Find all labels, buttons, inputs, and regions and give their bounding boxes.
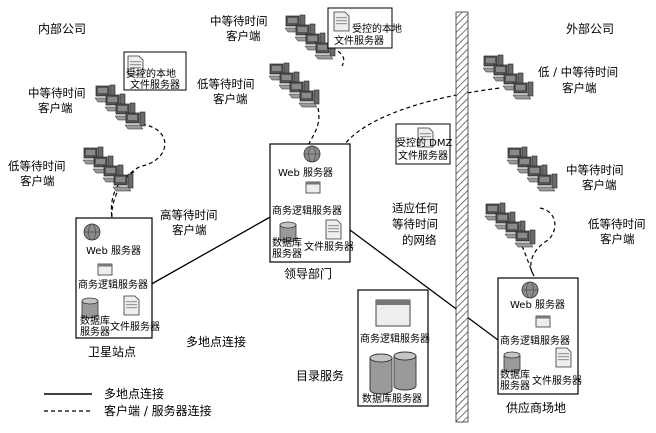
internal-medium-wait-label-1: 中等待时间 (28, 86, 86, 100)
supply-db-label-2: 服务器 (500, 379, 530, 392)
external-low-medium-label-1: 低 / 中等待时间 (538, 65, 618, 79)
browser-window-icon (305, 181, 321, 194)
external-low-medium-label-2: 客户端 (562, 81, 597, 95)
multi-site-connection-label: 多地点连接 (186, 334, 246, 349)
satellite-file-server-label: 文件服务器 (110, 320, 160, 333)
external-company-label: 外部公司 (566, 21, 614, 36)
headquarters-site-box (269, 143, 351, 263)
internal-medium-wait-clients (95, 85, 145, 129)
satellite-web-server-label: Web 服务器 (86, 244, 141, 257)
internal-local-file-server-label-1: 受控的本地 (126, 67, 176, 80)
internal-low-wait-label-1: 低等待时间 (8, 159, 66, 173)
hq-db-label-1: 数据库 (272, 236, 302, 249)
external-medium-label-2: 客户端 (582, 178, 617, 192)
external-low-label-1: 低等待时间 (588, 217, 646, 231)
hq-business-logic-label: 商务逻辑服务器 (272, 204, 342, 217)
hq-medium-wait-label-1: 中等待时间 (210, 14, 268, 28)
network-label-1: 适应任何 (392, 201, 438, 215)
supply-web-server-label: Web 服务器 (510, 298, 565, 311)
legend-solid-label: 多地点连接 (104, 386, 164, 401)
globe-icon (303, 145, 321, 163)
high-wait-label-1: 高等待时间 (160, 208, 218, 222)
hq-local-file-server-label-2: 文件服务器 (334, 34, 384, 47)
external-medium-label-1: 中等待时间 (566, 163, 624, 177)
directory-db-label: 数据库服务器 (362, 392, 422, 405)
firewall (455, 11, 469, 423)
network-label-2: 等待时间 (392, 217, 438, 231)
headquarters-site-label: 领导部门 (284, 266, 332, 281)
high-wait-label-2: 客户端 (172, 223, 207, 237)
dmz-file-server-label-2: 文件服务器 (398, 149, 448, 162)
internal-low-wait-clients (83, 147, 133, 191)
satellite-business-logic-label: 商务逻辑服务器 (78, 278, 148, 291)
supply-mall-site-label: 供应商场地 (506, 400, 566, 415)
external-low-label-2: 客户端 (600, 232, 635, 246)
file-icon (123, 295, 140, 316)
external-low-medium-clients (483, 55, 533, 99)
satellite-site-label: 卫星站点 (88, 345, 136, 359)
external-medium-clients (507, 147, 557, 191)
file-icon (555, 347, 572, 368)
file-icon (333, 11, 350, 32)
network-label-3: 的网络 (402, 233, 437, 247)
hq-low-wait-clients (269, 63, 319, 107)
directory-service-label: 目录服务 (296, 368, 344, 383)
hq-medium-wait-label-2: 客户端 (226, 29, 261, 43)
database-icon (503, 351, 521, 373)
internal-low-wait-label-2: 客户端 (20, 174, 55, 188)
browser-window-icon (97, 263, 113, 276)
hq-low-wait-label-2: 客户端 (213, 92, 248, 106)
internal-medium-wait-label-2: 客户端 (38, 101, 73, 115)
hq-local-file-server-label-1: 受控的本地 (352, 22, 402, 35)
hq-low-wait-label-1: 低等待时间 (197, 77, 255, 91)
satellite-db-label-1: 数据库 (80, 314, 110, 327)
hq-web-server-label: Web 服务器 (278, 166, 333, 179)
hq-file-server-label: 文件服务器 (304, 240, 354, 253)
globe-icon (521, 281, 539, 299)
legend: 多地点连接 客户端 / 服务器连接 (44, 386, 212, 418)
dmz-file-server-label-1: 受控的 DMZ (396, 136, 453, 149)
database-icon (81, 297, 99, 319)
directory-business-logic-label: 商务逻辑服务器 (360, 332, 430, 345)
supply-file-server-label: 文件服务器 (532, 374, 582, 387)
supply-db-label-1: 数据库 (500, 368, 530, 381)
internal-local-file-server-label-2: 文件服务器 (130, 78, 180, 91)
internal-company-label: 内部公司 (38, 21, 86, 36)
globe-icon (83, 223, 101, 241)
external-low-clients (485, 203, 535, 247)
satellite-db-label-2: 服务器 (80, 325, 110, 338)
database-icon (369, 351, 417, 395)
legend-dashed-label: 客户端 / 服务器连接 (104, 403, 212, 418)
supply-mall-site-box (497, 277, 579, 395)
file-icon (325, 219, 342, 240)
supply-business-logic-label: 商务逻辑服务器 (500, 334, 570, 347)
hq-db-label-2: 服务器 (272, 247, 302, 260)
browser-window-icon (535, 315, 551, 328)
multi-site-links (147, 215, 499, 341)
